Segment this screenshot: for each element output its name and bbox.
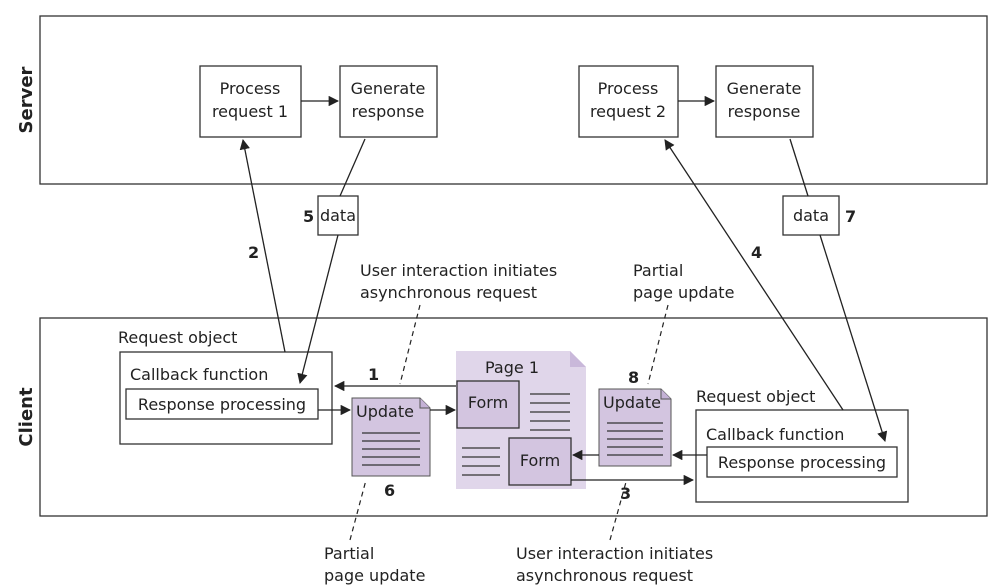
- process-request-1-line1: Process: [220, 79, 281, 98]
- annotation-top-right-line1: Partial: [633, 261, 683, 280]
- right-response-processing-label: Response processing: [718, 453, 886, 472]
- left-response-processing-box: [125, 388, 319, 420]
- server-label: Server: [16, 66, 37, 133]
- generate-response-2-line1: Generate: [727, 79, 802, 98]
- page-1-fold: [570, 351, 586, 367]
- update-right-fold: [660, 389, 671, 400]
- update-left-fold: [419, 398, 430, 409]
- annotation-bottom-left-line1: Partial: [324, 544, 374, 563]
- step-6-label: 6: [384, 481, 395, 500]
- arrow-step-7: [819, 234, 888, 442]
- step-8-label: 8: [628, 368, 639, 387]
- line-generate1-to-data: [339, 138, 366, 197]
- left-callback-label: Callback function: [130, 365, 268, 384]
- step-1-label: 1: [368, 365, 379, 384]
- client-label: Client: [16, 387, 37, 447]
- step-7-label: 7: [845, 207, 856, 226]
- data-box-right-label: data: [793, 206, 829, 225]
- update-right-label: Update: [603, 393, 661, 412]
- data-box-right: [782, 195, 840, 236]
- process-request-1-line2: request 1: [212, 102, 288, 121]
- annotation-top-right-line2: page update: [633, 283, 734, 302]
- form-top-label: Form: [468, 393, 508, 412]
- generate-response-1-line1: Generate: [351, 79, 426, 98]
- left-response-processing-label: Response processing: [138, 395, 306, 414]
- right-callback-label: Callback function: [706, 425, 844, 444]
- line-generate2-to-data: [789, 138, 809, 197]
- annotation-top-left-line2: asynchronous request: [360, 283, 537, 302]
- step-5-label: 5: [303, 207, 314, 226]
- annotation-bottom-right-pointer: [609, 481, 627, 541]
- annotation-bottom-right-line1: User interaction initiates: [516, 544, 713, 563]
- generate-response-1-box: [339, 65, 438, 138]
- step-3-label: 3: [620, 484, 631, 503]
- step-4-label: 4: [751, 243, 762, 262]
- data-box-left-label: data: [320, 206, 356, 225]
- step-2-label: 2: [248, 243, 259, 262]
- process-request-2-line2: request 2: [590, 102, 666, 121]
- generate-response-1-line2: response: [352, 102, 425, 121]
- process-request-2-box: [578, 65, 679, 138]
- right-request-object-label: Request object: [696, 387, 815, 406]
- generate-response-2-line2: response: [728, 102, 801, 121]
- annotation-bottom-left-line2: page update: [324, 566, 425, 585]
- generate-response-2-box: [715, 65, 814, 138]
- arrow-step-5: [297, 234, 339, 385]
- form-top-box: [456, 380, 520, 429]
- arrow-step-2: [239, 138, 286, 353]
- server-region: [39, 15, 988, 185]
- update-left-label: Update: [356, 402, 414, 421]
- process-request-1-box: [199, 65, 302, 138]
- annotation-top-left-pointer: [399, 304, 421, 385]
- annotation-bottom-right-line2: asynchronous request: [516, 566, 693, 585]
- annotation-top-right-pointer: [647, 304, 669, 385]
- data-box-left: [317, 195, 359, 236]
- page-1-title: Page 1: [485, 358, 539, 377]
- form-bottom-box: [508, 437, 572, 486]
- process-request-2-line1: Process: [598, 79, 659, 98]
- arrow-step-4: [664, 139, 844, 411]
- right-response-processing-box: [706, 446, 898, 478]
- form-bottom-label: Form: [520, 451, 560, 470]
- annotation-bottom-left-pointer: [349, 479, 367, 541]
- annotation-top-left-line1: User interaction initiates: [360, 261, 557, 280]
- left-request-object-label: Request object: [118, 328, 237, 347]
